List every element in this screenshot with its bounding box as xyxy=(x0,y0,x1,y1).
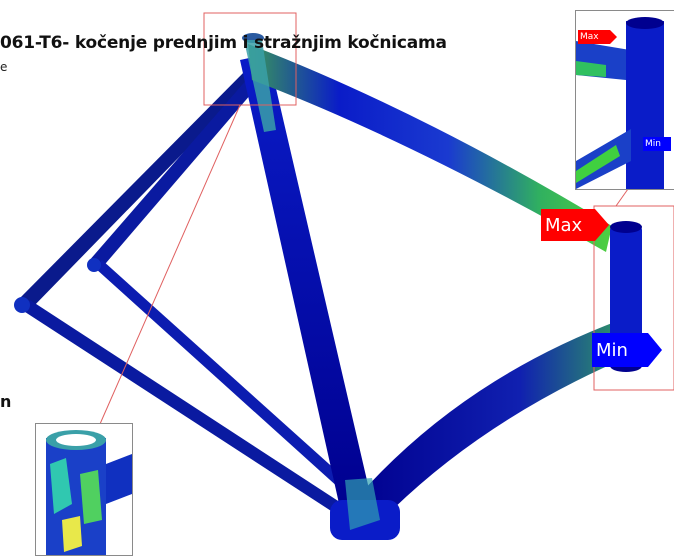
callout-line-seat xyxy=(99,104,241,425)
down-tube xyxy=(355,320,630,522)
detail-seat-cluster-model xyxy=(46,430,132,555)
dropout-left xyxy=(14,297,30,313)
detail-head-tube-body xyxy=(626,21,664,189)
detail-max-tag: Max xyxy=(578,30,617,44)
plot-title: 061-T6- kočenje prednjim i stražnjim koč… xyxy=(0,33,447,53)
detail-stress-patch-2 xyxy=(80,470,102,524)
dropout-right xyxy=(87,258,101,272)
head-tube xyxy=(610,226,642,366)
callout-line-head xyxy=(615,188,629,207)
top-tube xyxy=(248,44,612,252)
detail-view-head-tube xyxy=(575,10,674,190)
head-tube-top xyxy=(610,221,642,233)
detail-stress-patch-3 xyxy=(62,516,82,552)
detail-stay-junction xyxy=(106,454,132,504)
detail-min-tag: Min xyxy=(643,137,671,151)
seat-stay-left xyxy=(18,66,258,310)
callout-seat-cluster xyxy=(203,12,297,106)
bb-stress xyxy=(345,478,380,530)
detail-down-tube-stress xyxy=(576,145,620,183)
chain-stay-left xyxy=(22,300,352,520)
detail-top-tube-stress xyxy=(576,61,606,77)
max-stress-tag: Max xyxy=(541,209,609,241)
chain-stay-right xyxy=(95,260,358,498)
seat-tube xyxy=(240,54,372,508)
min-stress-tag: Min xyxy=(592,333,662,367)
side-label-fragment: n xyxy=(0,392,12,411)
detail-view-seat-cluster xyxy=(35,423,133,556)
seat-cluster-stress xyxy=(244,40,276,132)
plot-subtitle: e xyxy=(0,60,8,74)
detail-head-tube-model xyxy=(576,17,664,189)
callout-head-tube xyxy=(593,205,674,391)
detail-stress-patch-1 xyxy=(50,458,72,514)
seat-stay-right xyxy=(88,70,263,270)
detail-seat-tube-bore xyxy=(56,434,96,446)
detail-head-tube-top xyxy=(626,17,664,29)
